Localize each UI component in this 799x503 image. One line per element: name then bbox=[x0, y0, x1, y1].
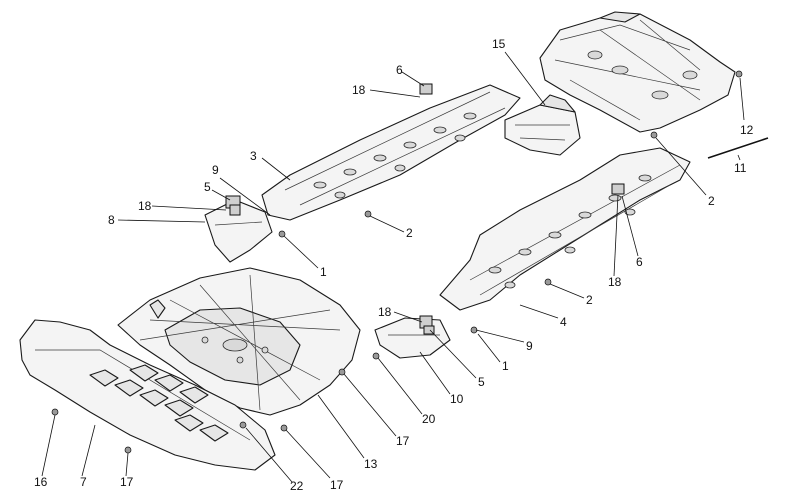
callout-9: 9 bbox=[526, 339, 533, 353]
callout-18: 18 bbox=[138, 199, 152, 213]
callout-labels: 15 6 18 12 11 2 3 9 5 18 8 2 1 18 6 2 4 … bbox=[34, 37, 754, 493]
callout-7: 7 bbox=[80, 475, 87, 489]
callout-20: 20 bbox=[422, 412, 436, 426]
callout-18: 18 bbox=[378, 305, 392, 319]
central-underbody-tray bbox=[117, 267, 361, 416]
callout-10: 10 bbox=[450, 392, 464, 406]
callout-3: 3 bbox=[250, 149, 257, 163]
right-sill-panel bbox=[439, 147, 691, 311]
support-blocks bbox=[225, 83, 625, 335]
seal-strip-part-11 bbox=[707, 137, 769, 159]
bolts bbox=[51, 70, 743, 454]
bracket-part-10 bbox=[374, 317, 451, 359]
callout-9: 9 bbox=[212, 163, 219, 177]
callout-2: 2 bbox=[708, 194, 715, 208]
callout-1: 1 bbox=[320, 265, 327, 279]
callout-17: 17 bbox=[396, 434, 410, 448]
callout-5: 5 bbox=[478, 375, 485, 389]
callout-15: 15 bbox=[492, 37, 506, 51]
callout-5: 5 bbox=[204, 180, 211, 194]
callout-16: 16 bbox=[34, 475, 48, 489]
callout-11: 11 bbox=[734, 161, 747, 175]
callout-18: 18 bbox=[352, 83, 366, 97]
callout-2: 2 bbox=[406, 226, 413, 240]
callout-22: 22 bbox=[290, 479, 304, 493]
rear-underbody-cover bbox=[539, 11, 736, 133]
left-sill-panel bbox=[261, 84, 521, 221]
callout-4: 4 bbox=[560, 315, 567, 329]
callout-13: 13 bbox=[364, 457, 378, 471]
bracket-part-15 bbox=[504, 94, 581, 156]
callout-6: 6 bbox=[396, 63, 403, 77]
callout-17: 17 bbox=[120, 475, 134, 489]
callout-8: 8 bbox=[108, 213, 115, 227]
callout-6: 6 bbox=[636, 255, 643, 269]
leader-lines bbox=[41, 51, 745, 483]
callout-12: 12 bbox=[740, 123, 754, 137]
callout-18: 18 bbox=[608, 275, 622, 289]
callout-17: 17 bbox=[330, 478, 344, 492]
callout-1: 1 bbox=[502, 359, 509, 373]
callout-2: 2 bbox=[586, 293, 593, 307]
front-undertray bbox=[19, 319, 276, 471]
